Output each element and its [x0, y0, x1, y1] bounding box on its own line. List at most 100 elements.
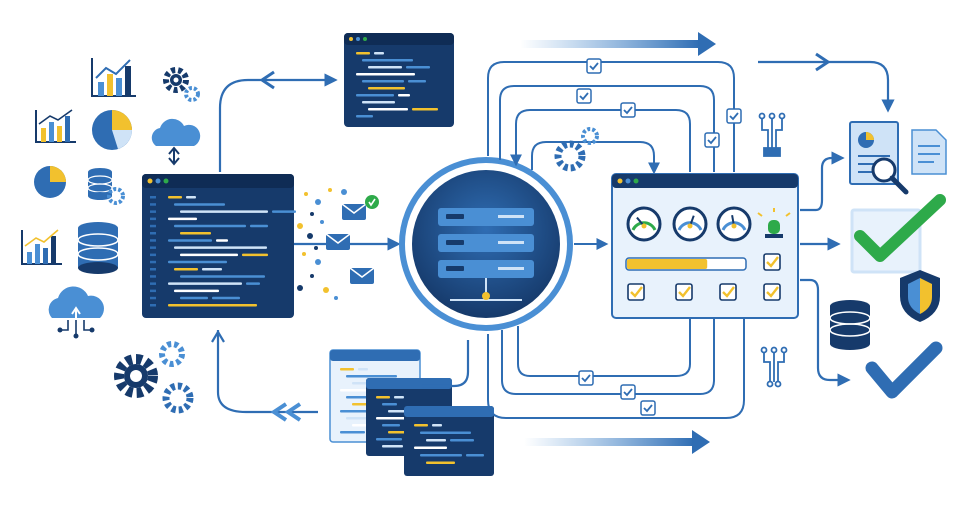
data-particle	[320, 220, 324, 224]
code-line	[180, 210, 268, 213]
line-number	[150, 260, 156, 264]
gear-icon	[162, 382, 194, 414]
code-line	[174, 268, 198, 271]
email-icon	[349, 267, 375, 284]
alert-beacon-icon	[757, 208, 791, 238]
code-line	[382, 424, 400, 427]
circuit-icon	[758, 112, 786, 157]
right-flow-connectors	[758, 52, 895, 387]
data-particle	[314, 246, 318, 250]
code-line	[376, 396, 390, 399]
data-particle	[297, 285, 303, 291]
checkbox	[763, 283, 781, 301]
data-particle	[315, 199, 321, 205]
left-flow-connectors	[211, 70, 470, 414]
code-line	[374, 52, 384, 55]
code-line	[346, 375, 397, 378]
email-stream	[297, 188, 379, 300]
code-line	[340, 389, 373, 392]
central-server-hub	[399, 157, 573, 331]
code-line	[180, 232, 211, 235]
code-lines	[150, 196, 296, 307]
gear-icon	[581, 127, 599, 145]
line-number	[150, 203, 156, 206]
code-line	[406, 66, 430, 69]
data-particles	[297, 188, 347, 300]
checkbox	[719, 283, 737, 301]
checkmark-icon	[640, 400, 656, 416]
code-line	[168, 260, 227, 264]
line-number	[150, 246, 156, 249]
checkbox-grid	[627, 253, 781, 301]
code-line	[168, 196, 182, 199]
code-line	[216, 239, 228, 242]
line-number	[150, 196, 156, 199]
data-particle	[307, 233, 313, 239]
checkmark-icon	[578, 370, 594, 386]
code-line	[414, 446, 447, 449]
code-line	[242, 253, 268, 257]
code-line	[426, 439, 446, 442]
stacked-code-windows	[329, 349, 494, 476]
progress-bar	[625, 257, 747, 271]
code-line	[362, 80, 404, 83]
data-particle	[302, 252, 306, 256]
code-lines	[356, 52, 438, 118]
code-line	[388, 431, 407, 434]
code-line	[174, 289, 219, 293]
code-line	[362, 101, 395, 104]
magnifier-icon	[871, 157, 909, 195]
data-particle	[310, 212, 314, 216]
checkmark-icon	[586, 58, 602, 74]
code-line	[414, 424, 428, 427]
cloud-icon	[48, 286, 104, 339]
code-line	[368, 66, 402, 69]
code-line	[340, 368, 354, 371]
data-particle	[323, 287, 329, 293]
code-line	[382, 445, 403, 448]
code-line	[356, 52, 370, 55]
gauge-icon	[672, 206, 708, 242]
checkbox	[675, 283, 693, 301]
gauge-icon	[626, 206, 662, 242]
gear-icon	[163, 67, 189, 93]
checkmark-icon	[854, 194, 946, 262]
line-number	[150, 217, 156, 221]
shield-icon	[900, 270, 940, 322]
code-line	[426, 461, 455, 464]
gear-icon	[159, 341, 185, 367]
code-line	[168, 304, 257, 307]
line-number	[150, 304, 156, 307]
data-particle	[315, 259, 321, 265]
checkmark-icon	[726, 108, 742, 124]
email-icon	[341, 203, 367, 220]
code-line	[174, 203, 225, 206]
code-line	[168, 239, 212, 242]
code-snippet-window	[344, 33, 454, 127]
code-line	[356, 115, 373, 118]
code-line	[272, 210, 296, 213]
code-line	[356, 94, 394, 97]
data-particle	[310, 274, 314, 278]
line-number	[150, 268, 156, 271]
approval-panel	[850, 194, 946, 274]
code-line	[180, 296, 208, 300]
checkmark-icon	[620, 102, 636, 118]
code-line	[420, 431, 471, 434]
line-number	[150, 296, 156, 300]
email-icon	[325, 233, 351, 250]
code-line	[358, 368, 368, 371]
code-line	[174, 246, 267, 249]
data-particle	[297, 223, 303, 229]
code-line	[376, 438, 402, 441]
gear-icon	[107, 187, 125, 205]
bar-chart-icon	[35, 109, 76, 143]
checkmark-icon	[704, 132, 720, 148]
code-line	[368, 108, 408, 111]
checkmark-icon	[365, 195, 379, 209]
code-line	[382, 403, 397, 406]
gauge-row	[626, 206, 752, 242]
code-line	[466, 454, 484, 457]
cloud-icon	[151, 118, 201, 166]
